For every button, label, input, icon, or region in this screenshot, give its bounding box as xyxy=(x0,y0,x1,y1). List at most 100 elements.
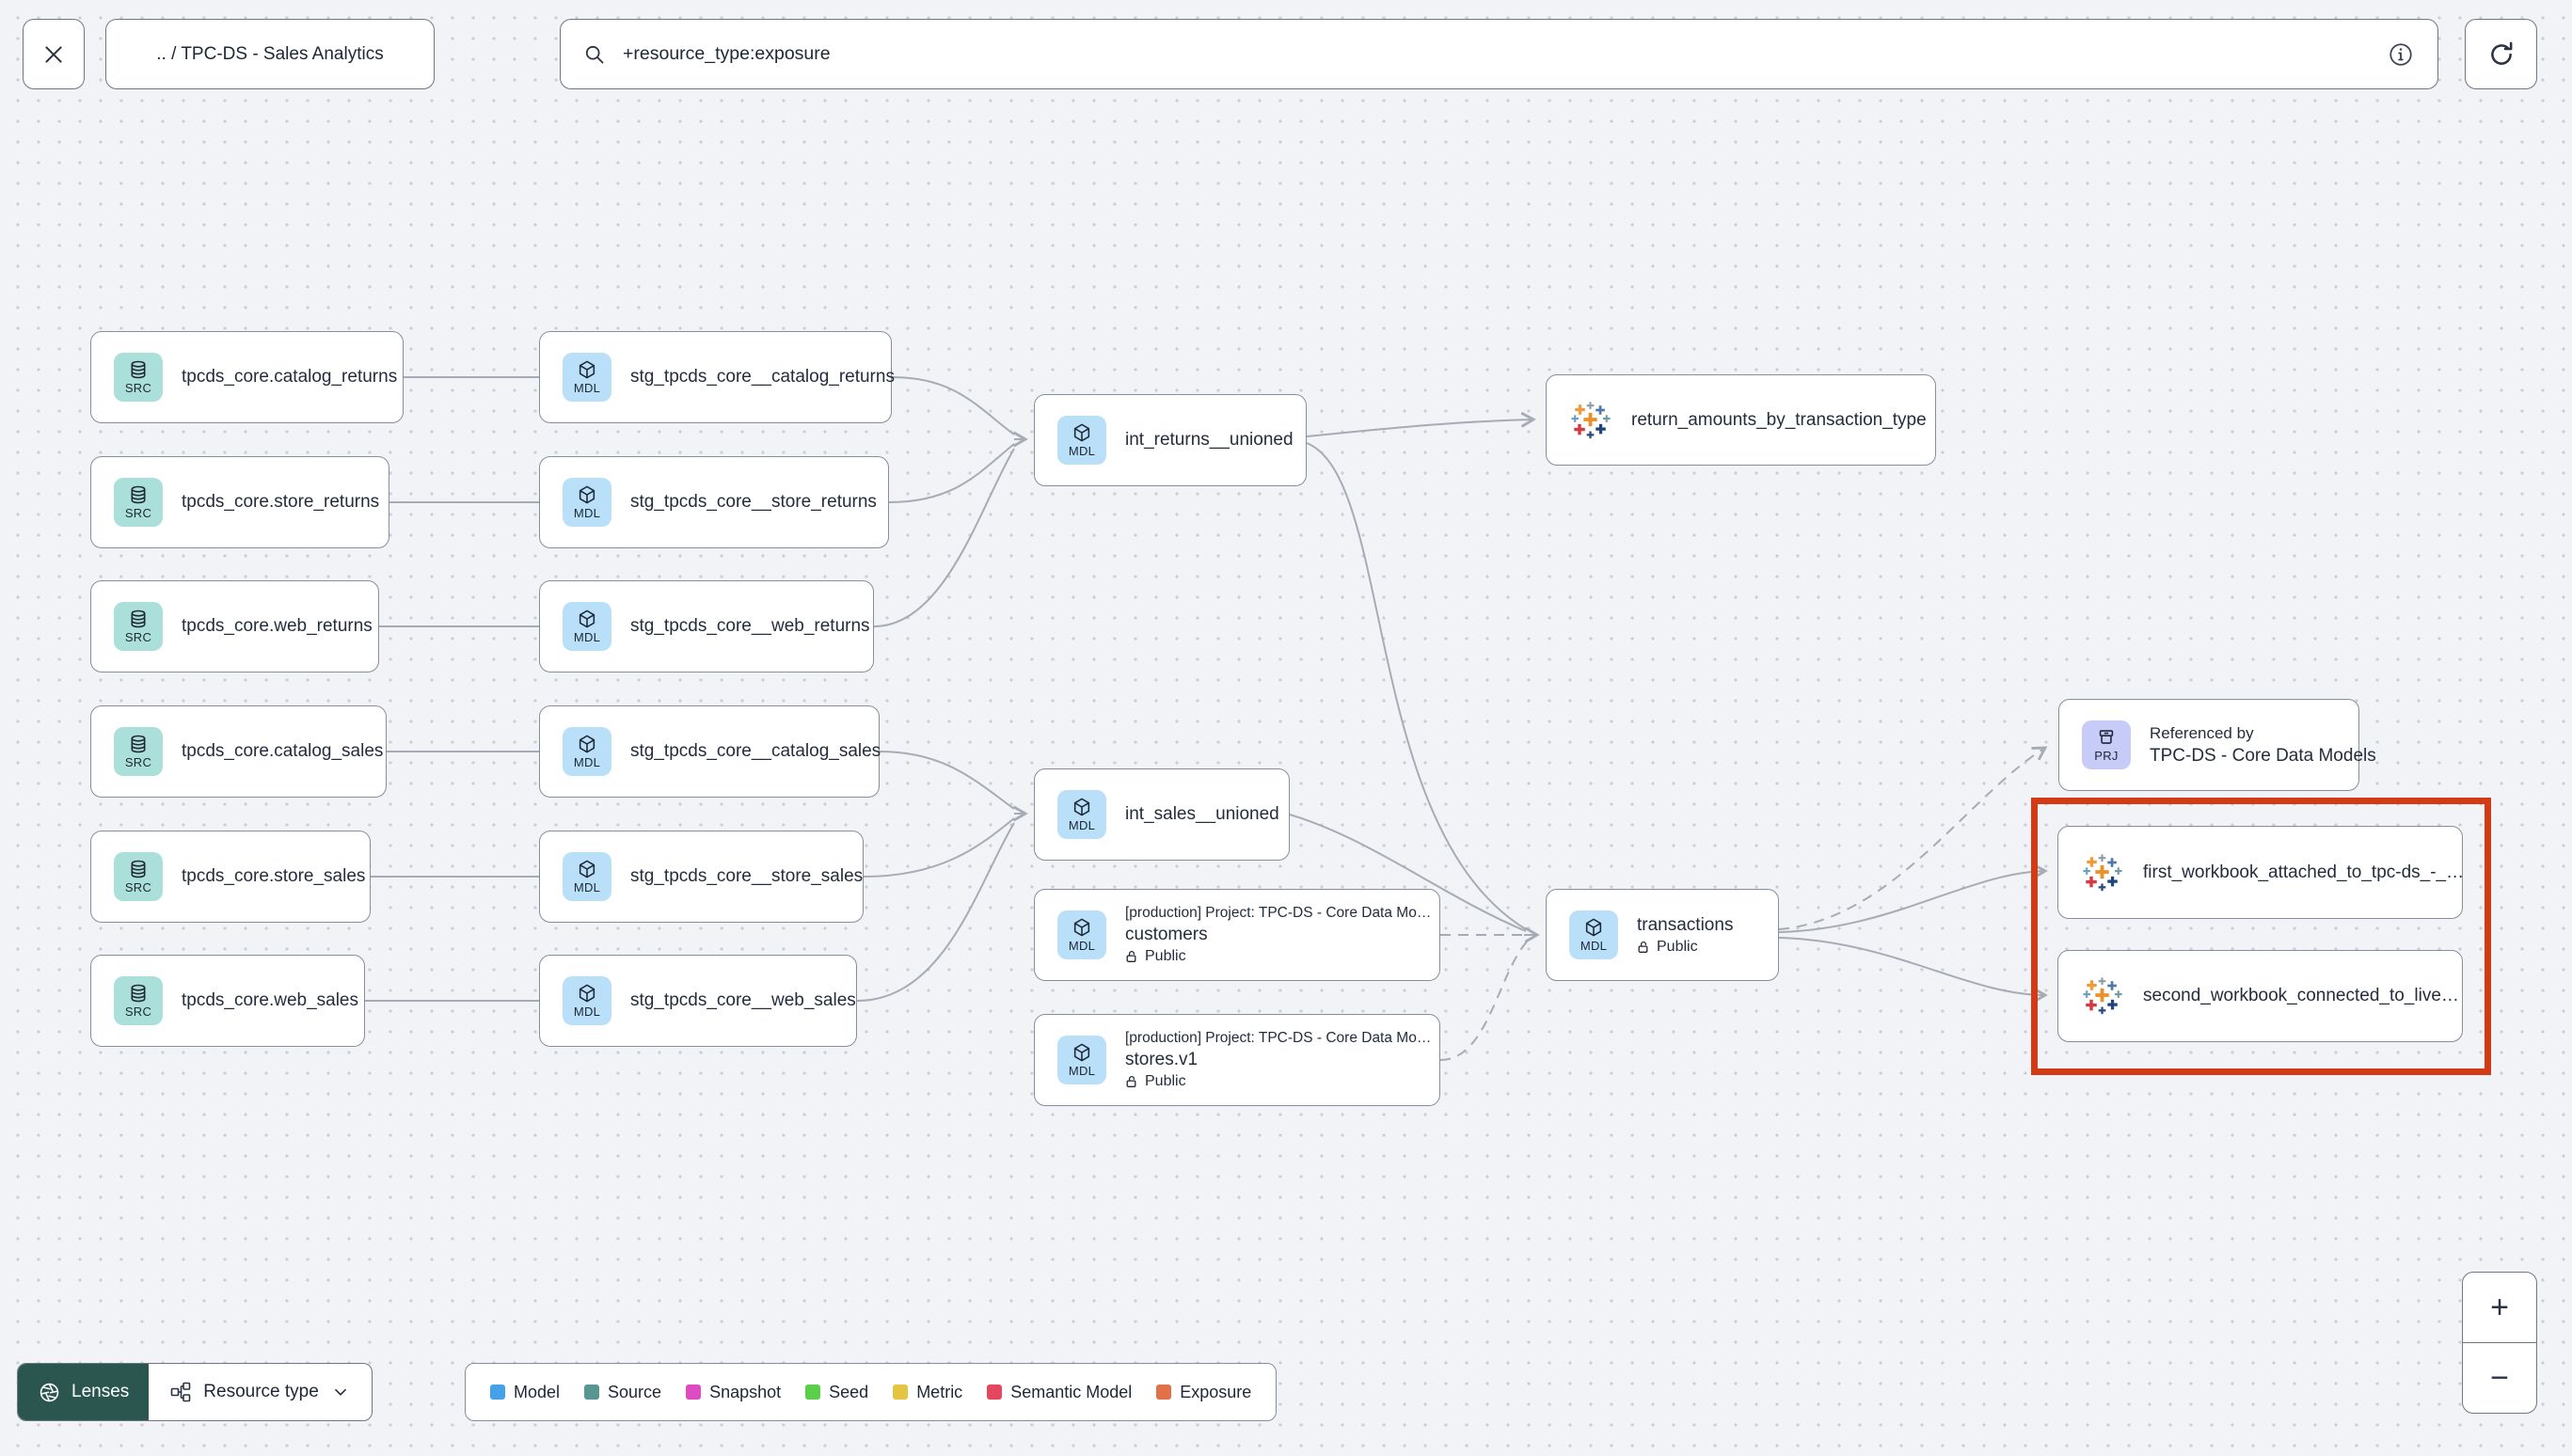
refresh-icon xyxy=(2490,41,2512,65)
model-badge: MDL xyxy=(563,602,611,651)
database-icon xyxy=(128,734,149,754)
node-referenced-by-project[interactable]: PRJ Referenced by TPC-DS - Core Data Mod… xyxy=(2058,699,2376,791)
node-model-stg-web-returns[interactable]: MDL stg_tpcds_core__web_returns xyxy=(539,580,874,673)
legend-item-exposure: Exposure xyxy=(1156,1383,1251,1402)
database-icon xyxy=(128,359,149,380)
model-badge: MDL xyxy=(563,478,611,527)
source-badge: SRC xyxy=(114,976,163,1025)
cube-icon xyxy=(577,484,597,505)
zoom-controls: + − xyxy=(2462,1272,2537,1414)
node-source-catalog-returns[interactable]: SRC tpcds_core.catalog_returns xyxy=(90,331,404,423)
chevron-down-icon xyxy=(334,1388,346,1396)
node-source-catalog-sales[interactable]: SRC tpcds_core.catalog_sales xyxy=(90,705,387,798)
node-model-stg-catalog-returns[interactable]: MDL stg_tpcds_core__catalog_returns xyxy=(539,331,895,423)
model-name: customers xyxy=(1125,925,1208,944)
tableau-icon xyxy=(2081,974,2124,1018)
snapshot-swatch xyxy=(686,1385,702,1400)
info-icon[interactable] xyxy=(2387,40,2415,69)
lenses-control-group: Lenses Resource type xyxy=(17,1363,373,1421)
source-badge: SRC xyxy=(114,727,163,776)
legend-item-model: Model xyxy=(490,1383,560,1402)
close-button[interactable] xyxy=(23,19,85,89)
node-model-stg-store-returns[interactable]: MDL stg_tpcds_core__store_returns xyxy=(539,456,889,548)
legend-item-seed: Seed xyxy=(805,1383,868,1402)
database-icon xyxy=(128,609,149,629)
lenses-button[interactable]: Lenses xyxy=(18,1364,150,1420)
node-model-transactions[interactable]: MDL transactions Public xyxy=(1546,889,1779,981)
breadcrumb[interactable]: .. / TPC-DS - Sales Analytics xyxy=(105,19,435,89)
hierarchy-icon xyxy=(170,1382,191,1402)
cube-icon xyxy=(1072,1042,1092,1063)
cube-icon xyxy=(577,609,597,629)
cube-icon xyxy=(1072,917,1092,938)
search-bar[interactable] xyxy=(560,19,2438,89)
legend-item-semantic-model: Semantic Model xyxy=(987,1383,1132,1402)
cube-icon xyxy=(1072,797,1092,817)
legend-item-snapshot: Snapshot xyxy=(686,1383,781,1402)
node-source-store-returns[interactable]: SRC tpcds_core.store_returns xyxy=(90,456,389,548)
database-icon xyxy=(128,983,149,1004)
cube-icon xyxy=(577,859,597,879)
node-exposure-first-workbook[interactable]: first_workbook_attached_to_tpc-ds_-_… xyxy=(2057,826,2464,919)
minus-icon: − xyxy=(2490,1359,2509,1396)
project-name: TPC-DS - Core Data Models xyxy=(2150,745,2376,766)
model-swatch xyxy=(490,1385,505,1400)
node-source-web-returns[interactable]: SRC tpcds_core.web_returns xyxy=(90,580,379,673)
model-badge: MDL xyxy=(563,852,611,901)
project-badge: PRJ xyxy=(2082,720,2131,769)
lock-open-icon xyxy=(1125,1075,1138,1088)
zoom-out-button[interactable]: − xyxy=(2463,1343,2536,1413)
resource-type-dropdown[interactable]: Resource type xyxy=(149,1364,372,1420)
model-name: transactions xyxy=(1637,914,1734,935)
node-model-stores-v1[interactable]: MDL [production] Project: TPC-DS - Core … xyxy=(1034,1014,1440,1106)
model-badge: MDL xyxy=(1057,416,1106,465)
zoom-in-button[interactable]: + xyxy=(2463,1273,2536,1343)
seed-swatch xyxy=(805,1385,821,1400)
model-name: stores.v1 xyxy=(1125,1050,1199,1069)
source-badge: SRC xyxy=(114,353,163,402)
project-label: [production] Project: TPC-DS - Core Data… xyxy=(1125,905,1432,921)
access-badge: Public xyxy=(1637,939,1733,956)
node-model-customers[interactable]: MDL [production] Project: TPC-DS - Core … xyxy=(1034,889,1440,981)
model-badge: MDL xyxy=(1057,1036,1106,1084)
legend-item-metric: Metric xyxy=(893,1383,962,1402)
node-model-stg-store-sales[interactable]: MDL stg_tpcds_core__store_sales xyxy=(539,831,864,923)
access-badge: Public xyxy=(1125,1073,1431,1090)
model-badge: MDL xyxy=(1057,790,1106,839)
cube-icon xyxy=(577,983,597,1004)
database-icon xyxy=(128,859,149,879)
search-input[interactable] xyxy=(623,43,2370,65)
model-badge: MDL xyxy=(1569,910,1618,959)
exposure-swatch xyxy=(1156,1385,1172,1400)
referenced-by-label: Referenced by xyxy=(2150,723,2254,742)
access-badge: Public xyxy=(1125,948,1431,965)
source-badge: SRC xyxy=(114,602,163,651)
selection-highlight-box xyxy=(2031,798,2491,1075)
lock-open-icon xyxy=(1637,941,1650,954)
cube-icon xyxy=(577,359,597,380)
node-exposure-second-workbook[interactable]: second_workbook_connected_to_live… xyxy=(2057,950,2463,1042)
cube-icon xyxy=(1583,917,1604,938)
source-swatch xyxy=(584,1385,600,1400)
model-badge: MDL xyxy=(1057,910,1106,959)
refresh-button[interactable] xyxy=(2465,19,2537,89)
metric-swatch xyxy=(893,1385,909,1400)
node-model-int-sales-unioned[interactable]: MDL int_sales__unioned xyxy=(1034,768,1290,861)
semantic-model-swatch xyxy=(987,1385,1003,1400)
cube-icon xyxy=(1072,422,1092,443)
archive-box-icon xyxy=(2096,727,2117,748)
plus-icon: + xyxy=(2490,1289,2509,1325)
node-model-stg-catalog-sales[interactable]: MDL stg_tpcds_core__catalog_sales xyxy=(539,705,881,798)
source-badge: SRC xyxy=(114,478,163,527)
node-exposure-return-amounts[interactable]: return_amounts_by_transaction_type xyxy=(1546,374,1936,466)
node-model-stg-web-sales[interactable]: MDL stg_tpcds_core__web_sales xyxy=(539,955,857,1047)
cube-icon xyxy=(577,734,597,754)
node-model-int-returns-unioned[interactable]: MDL int_returns__unioned xyxy=(1034,394,1307,486)
project-label: [production] Project: TPC-DS - Core Data… xyxy=(1125,1030,1432,1046)
node-source-store-sales[interactable]: SRC tpcds_core.store_sales xyxy=(90,831,371,923)
legend-item-source: Source xyxy=(584,1383,661,1402)
model-badge: MDL xyxy=(563,976,611,1025)
node-source-web-sales[interactable]: SRC tpcds_core.web_sales xyxy=(90,955,365,1047)
